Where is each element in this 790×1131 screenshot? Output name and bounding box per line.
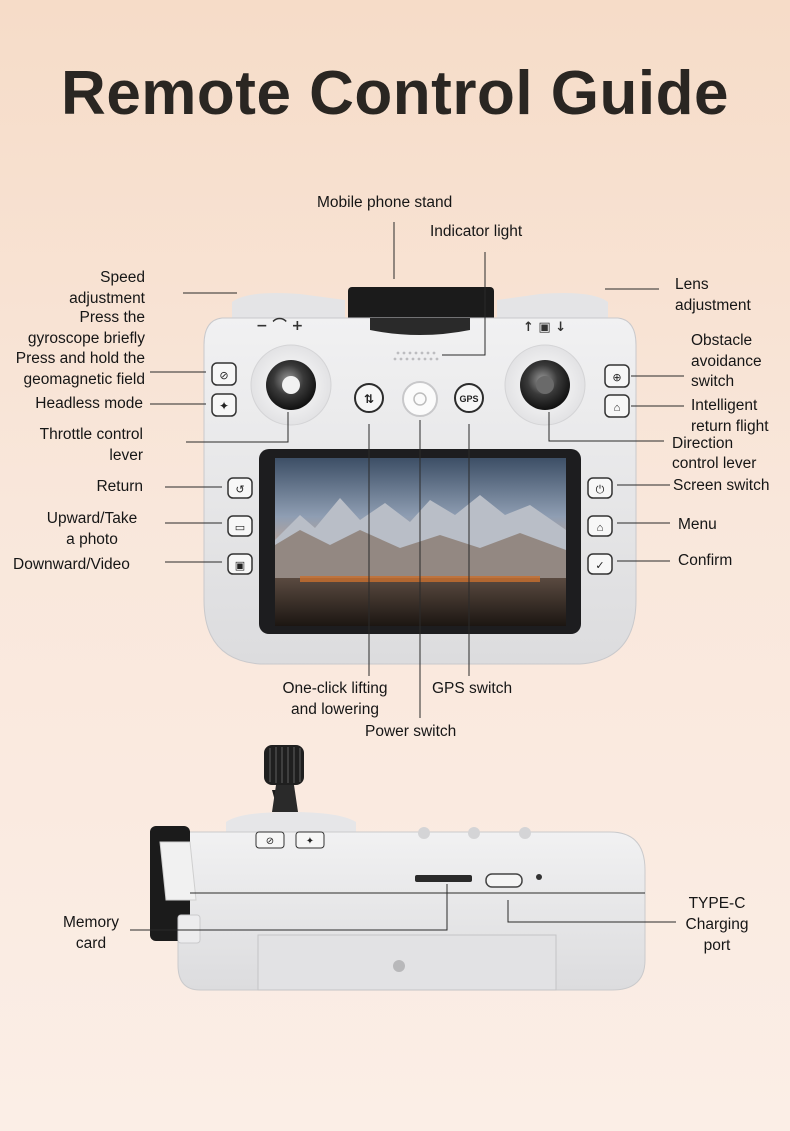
direction-stick xyxy=(504,344,586,426)
downward-button: ▣ xyxy=(227,553,253,575)
right-shoulder xyxy=(497,293,608,318)
svg-text:▭: ▭ xyxy=(235,522,245,534)
label-obstacle-avoidance: Obstacle avoidance switch xyxy=(691,332,762,390)
throttle-stick xyxy=(250,344,332,426)
headless-button: ✦ xyxy=(211,393,237,417)
label-menu: Menu xyxy=(678,516,717,533)
page-title: Remote Control Guide xyxy=(61,59,729,128)
label-confirm: Confirm xyxy=(678,552,733,569)
label-headless-mode: Headless mode xyxy=(35,395,143,412)
svg-text:↺: ↺ xyxy=(235,484,244,496)
bottom-view: ⊘ ✦ xyxy=(130,745,676,991)
gps-button: GPS xyxy=(454,383,484,413)
left-shoulder xyxy=(232,293,345,318)
screen-switch-button: ⏻ xyxy=(587,477,613,499)
label-power-switch: Power switch xyxy=(365,723,457,740)
label-screen-switch: Screen switch xyxy=(673,477,770,494)
label-upward-photo: Upward/Take a photo xyxy=(46,510,138,548)
label-memory-card: Memory card xyxy=(63,914,119,952)
label-gps-switch: GPS switch xyxy=(432,680,513,697)
one-click-button: ⇅ xyxy=(354,383,384,413)
svg-text:GPS: GPS xyxy=(459,394,478,404)
label-direction-lever: Direction control lever xyxy=(672,435,757,472)
leader-lines xyxy=(150,222,684,718)
power-button xyxy=(402,381,438,417)
confirm-button: ✓ xyxy=(587,553,613,575)
label-downward-video: Downward/Video xyxy=(13,556,130,573)
return-flight-button: ⌂ xyxy=(604,394,630,418)
svg-text:⌂: ⌂ xyxy=(614,402,621,414)
svg-text:▣: ▣ xyxy=(235,560,245,572)
svg-text:⊕: ⊕ xyxy=(612,372,621,384)
typec-port xyxy=(485,873,523,888)
label-throttle-lever: Throttle control lever xyxy=(39,426,143,464)
svg-text:✦: ✦ xyxy=(306,836,314,847)
svg-text:✓: ✓ xyxy=(595,560,604,572)
label-intelligent-return: Intelligent return flight xyxy=(691,397,769,435)
svg-text:✦: ✦ xyxy=(219,399,229,413)
svg-text:⊘: ⊘ xyxy=(266,836,274,847)
label-indicator-light: Indicator light xyxy=(430,223,523,240)
return-button: ↺ xyxy=(227,477,253,499)
phone-stand xyxy=(348,287,494,327)
svg-text:⇅: ⇅ xyxy=(364,392,374,406)
svg-text:⌂: ⌂ xyxy=(597,522,604,534)
obstacle-button: ⊕ xyxy=(604,364,630,388)
lens-marks: ↑ ▣ ↓ xyxy=(523,320,566,335)
svg-text:⏻: ⏻ xyxy=(596,484,605,496)
label-gyroscope: Press the gyroscope briefly Press and ho… xyxy=(15,309,145,388)
label-speed-adjustment: Speed adjustment xyxy=(69,269,145,307)
label-one-click: One-click lifting and lowering xyxy=(282,680,388,718)
upward-button: ▭ xyxy=(227,515,253,537)
menu-button: ⌂ xyxy=(587,515,613,537)
svg-text:⊘: ⊘ xyxy=(219,370,228,382)
gyroscope-button: ⊘ xyxy=(211,362,237,386)
speed-marks: − ⌒ + xyxy=(256,317,303,334)
label-return: Return xyxy=(96,478,143,495)
memory-card-slot xyxy=(415,875,472,882)
label-typec: TYPE-C Charging port xyxy=(685,895,749,954)
indicator-light-grille xyxy=(393,351,439,361)
label-lens-adjustment: Lens adjustment xyxy=(675,276,751,314)
label-mobile-phone-stand: Mobile phone stand xyxy=(317,194,453,211)
